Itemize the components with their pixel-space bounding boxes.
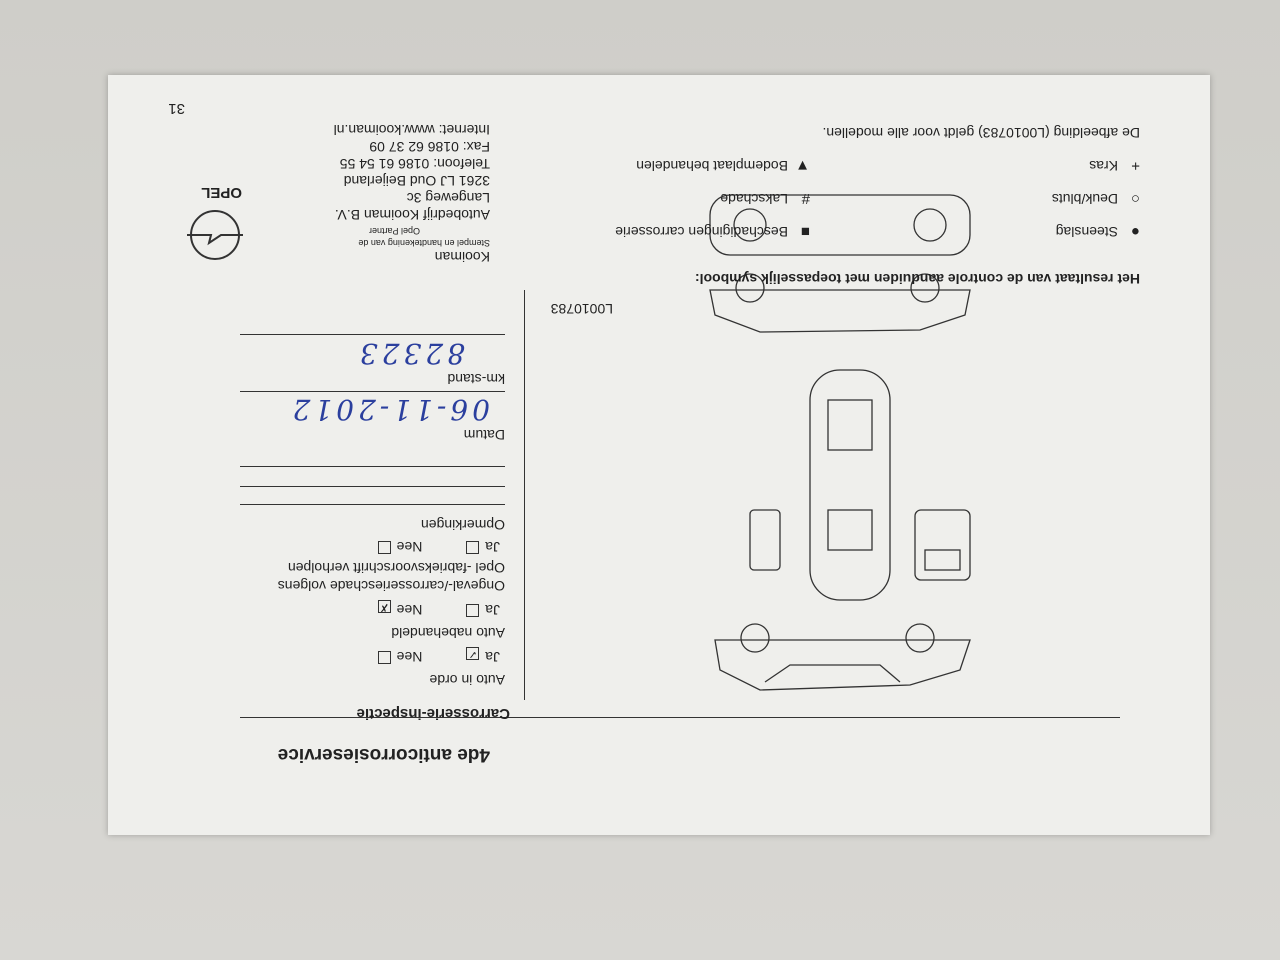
square-icon: ■ bbox=[800, 223, 810, 240]
question-ongeval-line2: Opel -fabrieksvoorschrift verholpen bbox=[287, 560, 505, 576]
car-diagram bbox=[709, 194, 971, 691]
stamp-fax: Fax: 0186 62 37 09 bbox=[369, 139, 490, 155]
stamp-company: Autobedrijf Kooiman B.V. bbox=[334, 207, 490, 223]
stamp-caption: Opel Partner bbox=[368, 226, 420, 236]
opel-brand: OPEL bbox=[201, 184, 242, 201]
car-rear-view bbox=[749, 509, 781, 571]
ja-checkbox-checked[interactable]: ✓ bbox=[466, 647, 480, 660]
stamp-street: Langeweg 3c bbox=[406, 190, 490, 206]
ja-label: Ja bbox=[485, 602, 500, 618]
nee-checkbox[interactable] bbox=[377, 541, 391, 554]
hash-icon: # bbox=[801, 190, 810, 207]
legend-item: ● Steenslag bbox=[1056, 223, 1140, 240]
km-line bbox=[240, 334, 505, 335]
legend-item: ○ Deuk/bluts bbox=[1052, 190, 1140, 207]
instruction-text: Het resultaat van de controle aanduiden … bbox=[694, 271, 1140, 287]
legend-label: Bodemplaat behandelen bbox=[636, 158, 788, 174]
nee-label: Nee bbox=[396, 602, 423, 618]
footnote: De afbeelding (L0010783) geldt voor alle… bbox=[822, 125, 1140, 141]
column-divider bbox=[524, 290, 525, 700]
km-handwritten: 82323 bbox=[355, 337, 465, 370]
legend-item: ■ Beschadigingen carrosserie bbox=[615, 223, 810, 240]
km-label: km-stand bbox=[447, 371, 505, 387]
nee-checkbox[interactable] bbox=[377, 651, 391, 664]
stamp-internet: Internet: www.kooiman.nl bbox=[333, 122, 490, 138]
stamp-name: Kooiman bbox=[434, 249, 490, 265]
legend-label: Beschadigingen carrosserie bbox=[615, 224, 788, 240]
date-label: Datum bbox=[463, 427, 505, 443]
section-title: Carrosserie-inspectie bbox=[356, 705, 510, 722]
plus-icon: + bbox=[1131, 157, 1140, 174]
legend-item: + Kras bbox=[1089, 157, 1140, 174]
answer-row: Ja Nee ✗ bbox=[377, 600, 500, 618]
page-title: 4de anticorrosieservice bbox=[277, 744, 490, 765]
legend-label: Kras bbox=[1089, 158, 1118, 174]
date-handwritten: 06-11-2012 bbox=[288, 393, 490, 426]
page-number: 31 bbox=[168, 100, 185, 117]
remarks-label: Opmerkingen bbox=[420, 517, 505, 533]
stamp-phone: Telefoon: 0186 61 54 55 bbox=[339, 156, 490, 172]
circle-icon: ○ bbox=[1130, 190, 1140, 207]
car-underbody-view bbox=[709, 194, 971, 256]
remarks-line bbox=[240, 466, 505, 467]
opel-logo-icon bbox=[187, 210, 243, 260]
ja-checkbox[interactable] bbox=[466, 541, 480, 554]
question-ongeval-line1: Ongeval-/carrosserieschade volgens bbox=[277, 578, 505, 594]
nee-label: Nee bbox=[396, 649, 423, 665]
question-auto-in-orde: Auto in orde bbox=[429, 672, 506, 688]
ja-label: Ja bbox=[485, 649, 500, 665]
ja-checkbox[interactable] bbox=[466, 604, 480, 617]
stamp-city: 3261 LJ Oud Beijerland bbox=[343, 173, 490, 189]
stamp-caption: Stempel en handtekening van de bbox=[358, 238, 490, 248]
triangle-down-icon: ▼ bbox=[795, 157, 810, 174]
remarks-line bbox=[240, 504, 505, 505]
date-line bbox=[240, 391, 505, 392]
question-auto-nabehandeld: Auto nabehandeld bbox=[391, 625, 505, 641]
booklet-page: 4de anticorrosieservice L0010783 Carross… bbox=[108, 75, 1210, 835]
ja-label: Ja bbox=[485, 539, 500, 555]
nee-checkbox-checked[interactable]: ✗ bbox=[377, 600, 391, 613]
remarks-line bbox=[240, 486, 505, 487]
steenslag-icon: ● bbox=[1130, 223, 1140, 240]
car-side-view-left bbox=[714, 623, 971, 691]
car-front-view bbox=[914, 509, 971, 581]
answer-row: Ja Nee bbox=[377, 539, 500, 555]
diagram-code: L0010783 bbox=[550, 301, 613, 317]
legend-label: Lakschade bbox=[720, 191, 788, 207]
legend-label: Steenslag bbox=[1055, 224, 1118, 240]
legend-item: # Lakschade bbox=[720, 190, 810, 207]
answer-row: Ja ✓ Nee bbox=[377, 647, 500, 665]
nee-label: Nee bbox=[396, 539, 423, 555]
legend-item: ▼ Bodemplaat behandelen bbox=[636, 157, 810, 174]
car-top-view bbox=[809, 369, 891, 601]
car-side-view-right bbox=[709, 273, 971, 333]
legend-label: Deuk/bluts bbox=[1051, 191, 1118, 207]
